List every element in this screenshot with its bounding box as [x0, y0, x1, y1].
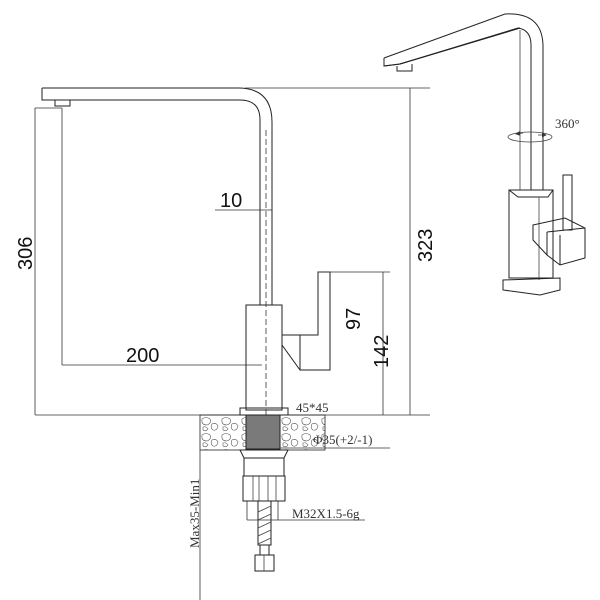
dim-10: 10 [220, 190, 242, 212]
label-thread: M32X1.5-6g [292, 506, 360, 521]
label-hole-diameter: Φ35(+2/-1) [313, 432, 372, 447]
label-base-size: 45*45 [296, 400, 329, 415]
mounting-nut [245, 414, 281, 450]
dim-142: 142 [371, 335, 393, 368]
dim-323: 323 [415, 229, 437, 262]
dim-97: 97 [343, 308, 365, 330]
dim-200: 200 [126, 345, 159, 367]
side-view-faucet [41, 87, 331, 440]
label-counter-thickness: Max35-Min1 [187, 479, 202, 548]
mounting-assembly [199, 407, 390, 600]
isometric-view-faucet [383, 13, 586, 296]
dim-306: 306 [15, 237, 37, 270]
dimension-lines [34, 87, 430, 416]
label-rotation: 360° [555, 116, 580, 131]
